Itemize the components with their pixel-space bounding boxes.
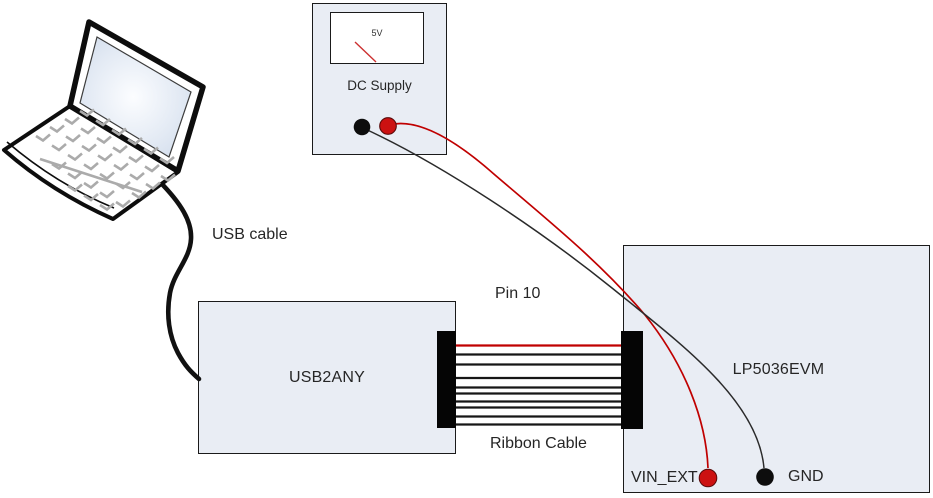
lp5036evm-box: LP5036EVM [623,245,930,493]
gnd-label: GND [788,468,824,485]
usb-cable-wire [155,177,202,382]
dc-meter-reading: 5V [371,28,383,38]
ribbon-cable [437,331,643,429]
laptop-keys [35,108,176,212]
vin-ext-label: VIN_EXT [631,469,698,486]
laptop-screen [79,36,192,158]
usb-cable-label: USB cable [212,226,288,243]
dc-supply-label: DC Supply [347,78,412,93]
pin10-label: Pin 10 [495,285,541,302]
laptop-icon [2,19,206,221]
dc-meter-display: 5V [330,12,424,64]
ribbon-cable-label: Ribbon Cable [490,435,587,452]
usb2any-label: USB2ANY [288,368,366,386]
lp5036evm-label: LP5036EVM [732,361,825,378]
usb2any-box: USB2ANY [198,301,456,454]
dc-supply-box: 5V DC Supply [312,3,447,155]
laptop-spacebar [39,157,143,194]
